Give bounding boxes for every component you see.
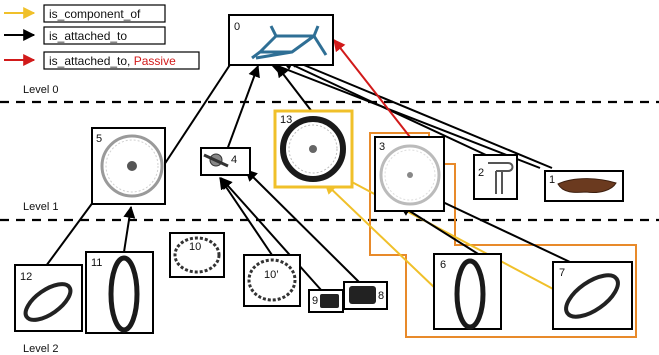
node-label-2: 2	[478, 167, 484, 179]
node-13: 13	[273, 109, 354, 189]
node-11: 11	[85, 251, 154, 334]
legend-item-component-of: is_component_of	[4, 4, 166, 23]
node-1: 1	[544, 170, 624, 202]
rim-icon	[23, 282, 73, 322]
node-label-12: 12	[20, 271, 32, 283]
node-label-3: 3	[379, 141, 385, 153]
legend-label-attached-to: is_attached_to	[49, 29, 127, 43]
node-label-10: 10	[189, 241, 201, 253]
node-5: 5	[91, 127, 166, 205]
bike-frame-icon	[251, 25, 328, 60]
legend-item-attached-passive: is_attached_to, Passive	[4, 51, 200, 70]
node-2: 2	[473, 154, 518, 200]
node-9: 9	[308, 289, 344, 313]
level-label-1: Level 1	[23, 201, 58, 213]
pedal-icon	[349, 286, 376, 304]
edges-component-of	[324, 171, 556, 291]
front-wheel-icon	[379, 144, 441, 206]
node-6: 6	[433, 253, 502, 330]
level-label-2: Level 2	[23, 343, 58, 355]
level-label-0: Level 0	[23, 84, 58, 96]
node-label-5: 5	[96, 133, 102, 145]
node-4: 4	[200, 147, 251, 176]
edge-passive	[333, 39, 411, 138]
node-label-10-prime: 10’	[264, 269, 279, 281]
legend: is_component_of is_attached_to is_attach…	[4, 4, 200, 70]
node-8: 8	[343, 281, 388, 310]
legend-item-attached-to: is_attached_to	[4, 26, 166, 45]
legend-label-attached-passive: is_attached_to, Passive	[49, 54, 176, 68]
node-label-9: 9	[312, 295, 318, 307]
node-label-7: 7	[559, 267, 565, 279]
pedal-icon	[320, 294, 339, 308]
node-label-4: 4	[231, 154, 237, 166]
node-10-prime: 10’	[243, 254, 301, 307]
assembled-wheel-icon	[280, 116, 346, 182]
seat-clamp-icon	[488, 162, 514, 194]
legend-label-component-of: is_component_of	[49, 7, 141, 21]
node-0: 0	[228, 14, 334, 66]
rear-wheel-icon	[100, 134, 164, 198]
node-label-0: 0	[234, 21, 240, 33]
node-label-11: 11	[91, 257, 102, 269]
tire-icon	[454, 258, 486, 330]
crankset-icon	[203, 153, 229, 168]
node-label-6: 6	[440, 259, 446, 271]
chain-icon	[173, 236, 221, 274]
legend-label-passive: Passive	[134, 54, 176, 68]
node-10: 10	[169, 232, 225, 278]
chain-icon	[247, 258, 297, 302]
rim-icon	[564, 273, 620, 319]
node-label-1: 1	[549, 174, 555, 186]
node-label-8: 8	[378, 290, 384, 302]
node-12: 12	[14, 264, 83, 332]
saddle-icon	[557, 178, 617, 193]
node-7: 7	[552, 261, 633, 330]
node-label-13: 13	[280, 114, 292, 126]
node-3: 3	[374, 136, 445, 212]
tire-icon	[108, 255, 140, 333]
